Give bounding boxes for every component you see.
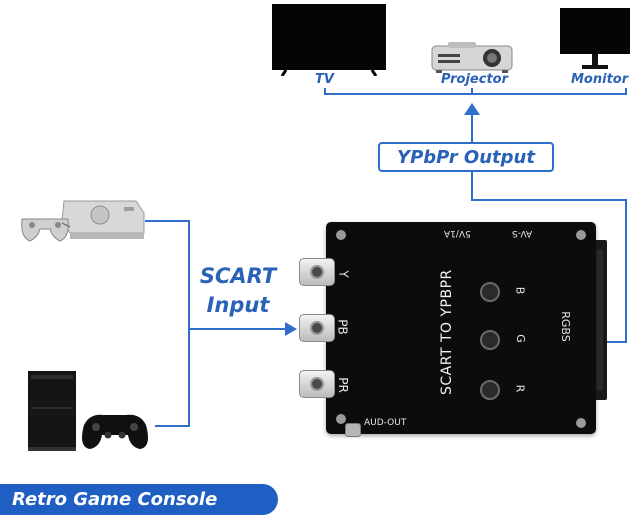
monitor-label: Monitor [571, 72, 628, 87]
av-switch-label: AV-S [512, 228, 532, 238]
projector-label: Projector [441, 72, 508, 87]
tv-label: TV [315, 72, 334, 87]
input-line-bottom [155, 425, 190, 427]
arrow-up-icon [463, 102, 481, 116]
knob-g-icon[interactable] [480, 330, 500, 350]
ypbpr-output-box: YPbPr Output [378, 142, 554, 172]
screw-icon [336, 414, 346, 424]
knob-g-label: G [514, 334, 527, 343]
port-pr-label: PR [336, 377, 350, 393]
port-y-label: Y [337, 270, 351, 277]
output-bus-line [324, 93, 627, 95]
arrow-right-icon [284, 321, 298, 337]
projector-icon [430, 38, 514, 74]
input-line-top [145, 220, 189, 222]
scart-input-label: SCART Input [193, 262, 283, 320]
scart-label-line2: Input [193, 291, 283, 320]
banner-label: Retro Game Console [12, 489, 217, 510]
ypbpr-output-label: YPbPr Output [397, 147, 535, 168]
port-pb-label: PB [336, 319, 350, 334]
knob-r-label: R [513, 385, 526, 393]
audio-out-jack[interactable] [345, 423, 361, 437]
power-label: 5V/1A [444, 228, 471, 238]
rca-jack-pr[interactable] [299, 370, 335, 398]
converter-device: 5V/1A AV-S Y PB PR SCART TO YPBPR B G R … [326, 222, 596, 434]
projector-drop-line [471, 88, 473, 95]
rca-jack-pb[interactable] [299, 314, 335, 342]
screw-icon [336, 230, 346, 240]
playstation-console-icon [16, 193, 146, 251]
monitor-drop-line [625, 88, 627, 95]
tv-icon [272, 4, 386, 76]
tv-drop-line [324, 88, 326, 95]
retro-game-console-banner: Retro Game Console [0, 484, 278, 515]
aud-out-label: AUD-OUT [364, 418, 406, 428]
knob-b-label: B [513, 287, 526, 295]
output-riser-line [471, 112, 473, 144]
screw-icon [576, 230, 586, 240]
ps2-console-icon [28, 367, 156, 451]
screw-icon [576, 418, 586, 428]
knob-b-icon[interactable] [480, 282, 500, 302]
scart-label-line1: SCART [193, 262, 283, 291]
knob-r-icon[interactable] [480, 380, 500, 400]
device-title: SCART TO YPBPR [439, 255, 455, 395]
output-return-line-v2 [625, 199, 627, 342]
monitor-icon [560, 8, 630, 72]
rgbs-label: RGBS [559, 311, 572, 342]
input-line-vertical [188, 220, 190, 427]
rca-jack-y[interactable] [299, 258, 335, 286]
input-line-to-device [188, 328, 291, 330]
output-return-line-v1 [471, 172, 473, 200]
output-return-line-h [471, 199, 627, 201]
